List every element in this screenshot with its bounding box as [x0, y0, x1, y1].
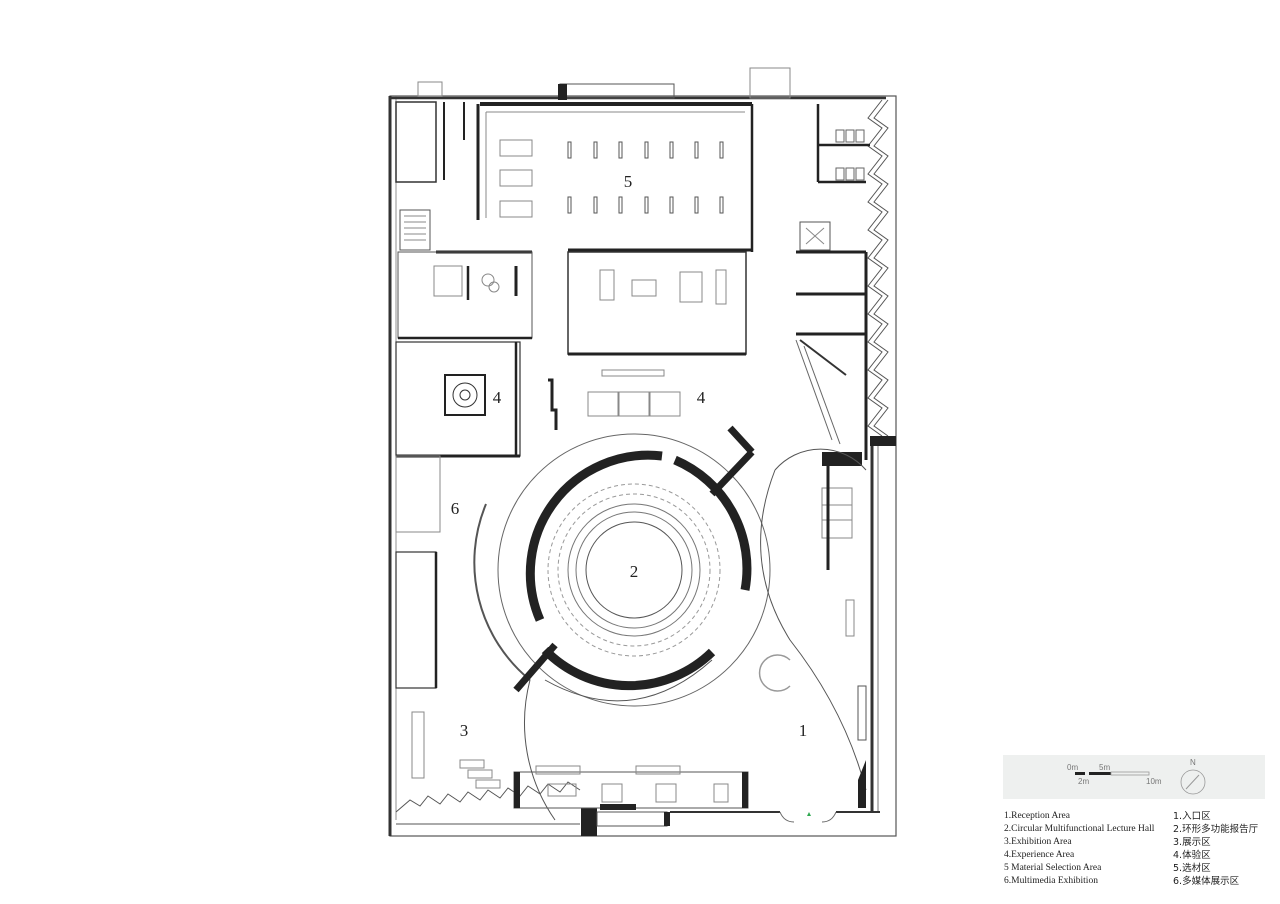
legend-item-6: 6.Multimedia Exhibition — [1004, 876, 1098, 886]
legend-item-5: 5 Material Selection Area — [1004, 863, 1102, 873]
svg-text:N: N — [1190, 758, 1196, 767]
scale-and-north-panel: 0m 5m 2m 10m N — [1003, 755, 1265, 799]
legend-english: 1.Reception Area 2.Circular Multifunctio… — [1004, 810, 1154, 888]
zone-label-2: 2 — [630, 562, 639, 581]
service-rooms-right — [795, 104, 870, 466]
zone-1-reception-furniture — [758, 460, 867, 808]
legend-item-zh-4: 4.体验区 — [1173, 850, 1211, 861]
zone-4-experience-rooms — [395, 251, 747, 458]
legend-item-2: 2.Circular Multifunctional Lecture Hall — [1004, 824, 1155, 834]
entrance-marker-icon — [807, 812, 811, 816]
svg-text:5m: 5m — [1099, 763, 1110, 772]
zone-label-4a: 4 — [493, 388, 502, 407]
service-rooms-left — [395, 101, 465, 251]
zone-label-3: 3 — [460, 721, 469, 740]
legend-item-1: 1.Reception Area — [1004, 811, 1070, 821]
legend-item-zh-3: 3.展示区 — [1173, 837, 1211, 848]
legend-chinese: 1.入口区 2.环形多功能报告厅 3.展示区 4.体验区 5.选材区 6.多媒体… — [1173, 810, 1258, 888]
legend-item-zh-5: 5.选材区 — [1173, 863, 1211, 874]
svg-text:2m: 2m — [1078, 777, 1089, 786]
scale-bar: 0m 5m 2m 10m — [1067, 763, 1162, 786]
zone-label-4b: 4 — [697, 388, 706, 407]
legend-item-zh-1: 1.入口区 — [1173, 811, 1211, 822]
zone-3-exhibition — [395, 455, 749, 810]
north-arrow-icon: N — [1180, 758, 1206, 795]
zone-label-1: 1 — [799, 721, 808, 740]
legend-item-zh-2: 2.环形多功能报告厅 — [1173, 824, 1259, 835]
svg-text:0m: 0m — [1067, 763, 1078, 772]
legend-item-3: 3.Exhibition Area — [1004, 837, 1072, 847]
zone-5-material-selection — [436, 102, 754, 254]
zone-labels: 1 2 3 4 4 5 6 — [451, 172, 808, 740]
zone-2-circular-lecture-hall — [473, 425, 867, 821]
legend-item-zh-6: 6.多媒体展示区 — [1173, 876, 1240, 887]
zone-label-6: 6 — [451, 499, 460, 518]
zone-label-5: 5 — [624, 172, 633, 191]
svg-text:10m: 10m — [1146, 777, 1162, 786]
legend-item-4: 4.Experience Area — [1004, 850, 1075, 860]
